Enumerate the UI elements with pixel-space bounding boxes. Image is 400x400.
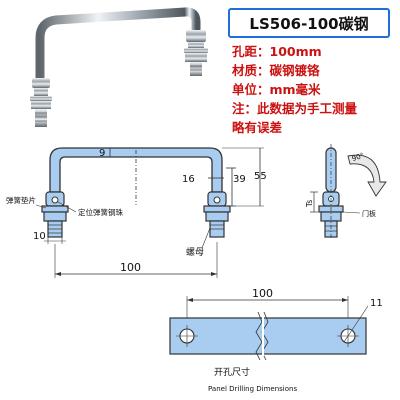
drill-label-en: Panel Drilling Dimensions (208, 385, 297, 393)
spec-note-cont: 略有误差 (232, 120, 283, 135)
product-title: LS506-100碳钢 (228, 8, 390, 38)
dim-55: 55 (254, 171, 267, 182)
drill-dim-hole: 11 (370, 298, 383, 309)
front-view-drawing: 9 16 39 55 弹簧垫片 定位弹簧钢珠 螺母 10 100 (6, 147, 267, 278)
rotation-arrow (347, 154, 387, 197)
drilling-drawing: 100 11 开孔尺寸 Panel Drilling Dimensions (169, 287, 383, 393)
spec-note: 注：此数据为手工测量 (232, 101, 358, 116)
label-spring-ball: 定位弹簧钢珠 (78, 207, 123, 217)
handle-bar (35, 7, 190, 83)
label-ts: Ts (305, 200, 314, 208)
drill-dim-width: 100 (252, 287, 273, 300)
label-plate: 门板 (362, 209, 376, 218)
label-nut: 螺母 (186, 247, 204, 258)
spec-hole-distance: 孔距：100mm (232, 44, 322, 59)
dim-16: 16 (182, 174, 195, 185)
dim-39: 39 (233, 174, 246, 185)
dim-width: 100 (120, 261, 141, 274)
label-angle: 90° (351, 151, 365, 163)
left-hardware (30, 78, 52, 127)
product-photo (30, 7, 208, 127)
dim-10: 10 (33, 231, 46, 242)
spec-unit: 单位：mm毫米 (232, 82, 321, 97)
label-spring-washer: 弹簧垫片 (6, 195, 36, 205)
side-view-drawing: Ts 90° 门板 (305, 144, 387, 240)
right-hardware (184, 30, 208, 76)
spec-material: 材质：碳钢镀铬 (232, 63, 320, 78)
drill-label-cn: 开孔尺寸 (214, 366, 250, 378)
left-fixture (41, 191, 69, 238)
right-fixture (203, 191, 231, 238)
drill-plate (169, 317, 367, 355)
dim-top-gap: 9 (99, 148, 105, 159)
